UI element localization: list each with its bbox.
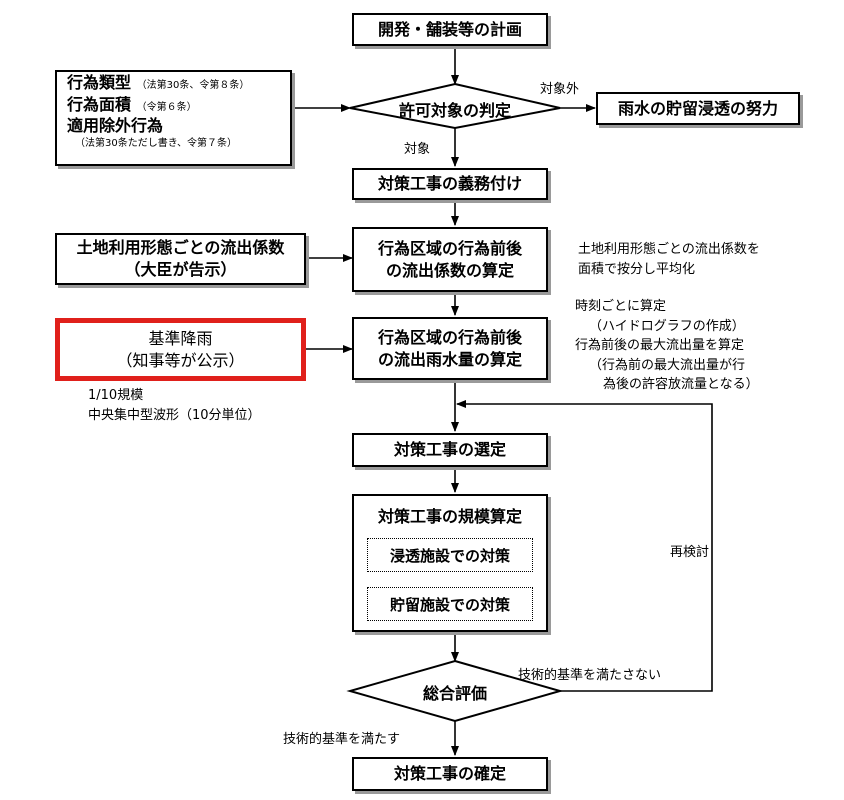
label-out-of-scope: 対象外 (540, 82, 580, 97)
evaluation-diamond (346, 659, 564, 723)
act-type: 行為類型 (67, 73, 132, 92)
label-satisfied: 技術的基準を満たす (283, 732, 401, 747)
node-evaluation: 総合評価 (422, 684, 487, 703)
time-note: 時刻ごとに算定 （ハイドログラフの作成） 行為前後の最大流出量を算定 （行為前の… (575, 297, 759, 395)
exempt: 適用除外行為 (67, 116, 164, 136)
time-note-4: （行為前の最大流出量が行 (589, 357, 746, 373)
time-note-5: 為後の許容放流量となる） (603, 377, 759, 392)
node-final: 対策工事の確定 (352, 757, 548, 791)
input-rain-box: 基準降雨 （知事等が公示） (55, 318, 306, 381)
act-area-row: 行為面積 （令第６条） (67, 94, 197, 116)
time-note-3: 行為前後の最大流出量を算定 (575, 338, 745, 353)
node-runoff-volume: 行為区域の行為前後 の流出雨水量の算定 (352, 317, 548, 380)
scale-title: 対策工事の規模算定 (377, 507, 522, 526)
node-obligation: 対策工事の義務付け (352, 168, 548, 200)
node-storage: 貯留施設での対策 (367, 587, 533, 621)
judge-diamond (349, 82, 561, 130)
rain-note: 1/10規模 中央集中型波形（10分単位） (88, 386, 261, 425)
act-area: 行為面積 (67, 94, 132, 114)
act-type-ref: （法第30条、令第８条） (136, 80, 250, 91)
rain-note-2: 中央集中型波形（10分単位） (88, 407, 261, 423)
act-type-row: 行為類型 （法第30条、令第８条） (67, 72, 249, 94)
node-permit-judgement: 許可対象の判定 (398, 101, 511, 120)
rain-note-1: 1/10規模 (88, 388, 144, 403)
label-not-satisfied: 技術的基準を満たさない (518, 668, 662, 683)
label-recheck: 再検討 (670, 545, 710, 560)
coef-note-2: 面積で按分し平均化 (578, 261, 696, 277)
coef-note-1: 土地利用形態ごとの流出係数を (578, 242, 760, 257)
act-area-ref: （令第６条） (136, 101, 197, 113)
coef-note: 土地利用形態ごとの流出係数を 面積で按分し平均化 (578, 240, 760, 279)
runoff-vol-line1: 行為区域の行為前後 (377, 327, 522, 347)
label-in-scope: 対象 (404, 142, 431, 157)
time-note-1: 時刻ごとに算定 (575, 299, 667, 314)
runoff-coef-line1: 行為区域の行為前後 (377, 238, 522, 258)
exempt-ref: （法第30条ただし書き、令第７条） (75, 137, 238, 149)
node-plan: 開発・舗装等の計画 (352, 13, 548, 46)
coef-line1: 土地利用形態ごとの流出係数 (76, 238, 285, 258)
coef-line2: （大臣が告示） (124, 260, 237, 279)
runoff-coef-line2: の流出係数の算定 (385, 260, 514, 280)
runoff-vol-line2: の流出雨水量の算定 (377, 349, 522, 369)
node-rain-storage: 雨水の貯留浸透の努力 (596, 92, 800, 125)
time-note-2: （ハイドログラフの作成） (589, 318, 745, 334)
node-selection: 対策工事の選定 (352, 433, 548, 467)
node-runoff-coef: 行為区域の行為前後 の流出係数の算定 (352, 227, 548, 292)
recheck-loop-line (456, 400, 713, 692)
node-infiltration: 浸透施設での対策 (367, 538, 533, 572)
rain-line1: 基準降雨 (148, 328, 213, 348)
input-coef-box: 土地利用形態ごとの流出係数 （大臣が告示） (55, 233, 306, 285)
input-act-box: 行為類型 （法第30条、令第８条） 行為面積 （令第６条） 適用除外行為 （法第… (55, 70, 292, 166)
rain-line2: （知事等が公示） (116, 350, 245, 370)
